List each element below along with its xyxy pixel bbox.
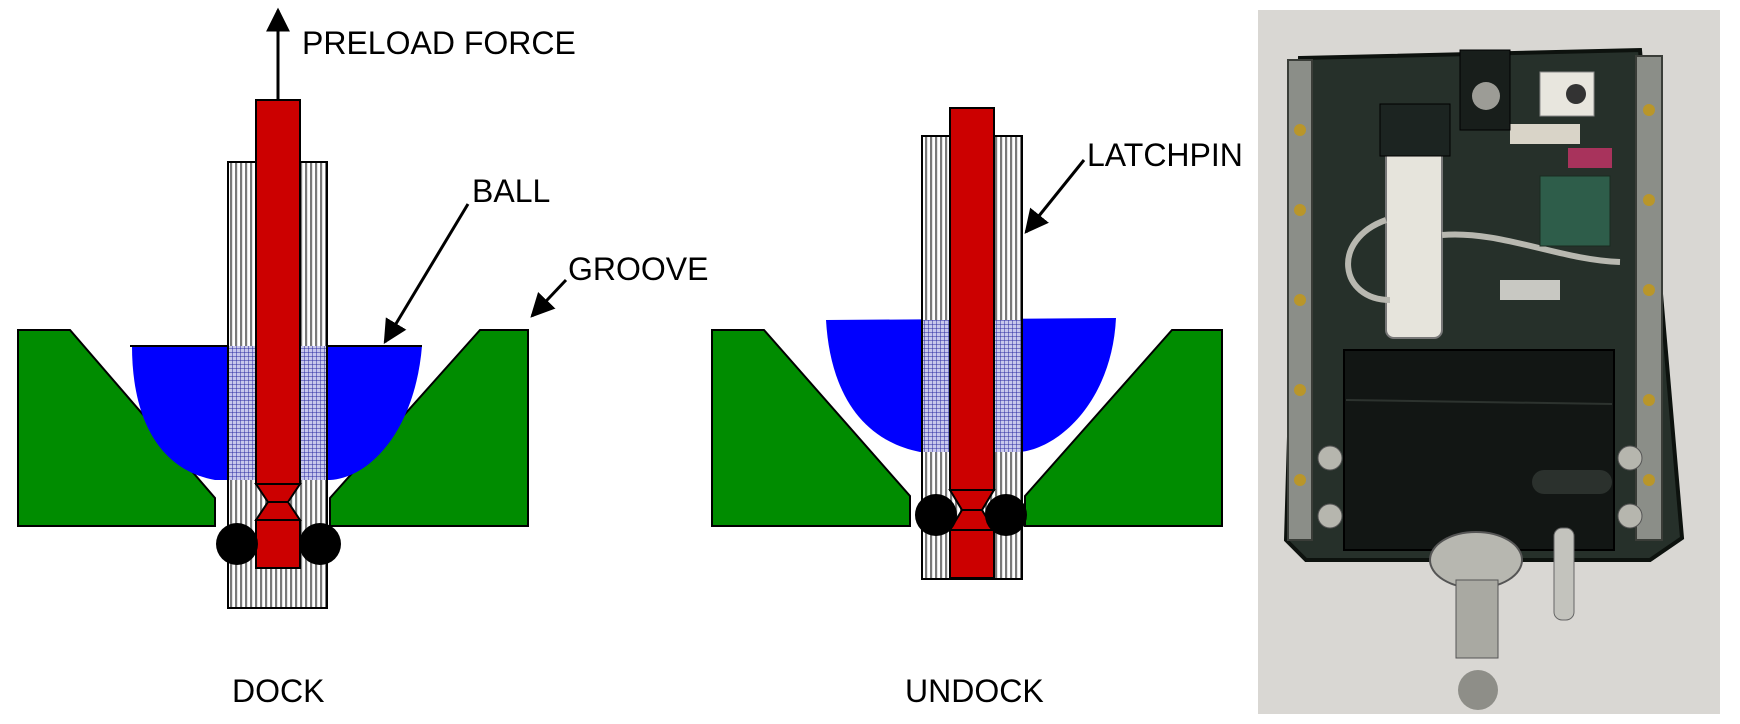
undock-detent-ball-left (915, 494, 957, 536)
dock-groove-left (17, 329, 216, 527)
undock-latch-pin (949, 107, 995, 491)
dock-detent-ball-left (216, 523, 258, 565)
undock-diagram: LATCHPIN UNDOCK (711, 107, 1243, 709)
undock-groove-left (711, 329, 911, 527)
latchpin-label: LATCHPIN (1087, 137, 1243, 173)
ball-label: BALL (472, 173, 550, 209)
undock-groove-right (1024, 329, 1223, 527)
ball-leader (383, 203, 470, 345)
dock-caption: DOCK (232, 673, 324, 709)
groove-label: GROOVE (568, 251, 708, 287)
latchpin-leader (1024, 159, 1086, 234)
dock-detent-ball-right (299, 523, 341, 565)
dock-diagram: PRELOAD FORCE BALL GROOVE DOCK (17, 7, 708, 709)
undock-detent-ball-right (985, 494, 1027, 536)
preload-force-label: PRELOAD FORCE (302, 25, 576, 61)
dock-latch-pin (255, 99, 301, 485)
docking-mechanism-photo (1258, 10, 1720, 714)
groove-leader (530, 278, 568, 318)
undock-caption: UNDOCK (905, 673, 1044, 709)
